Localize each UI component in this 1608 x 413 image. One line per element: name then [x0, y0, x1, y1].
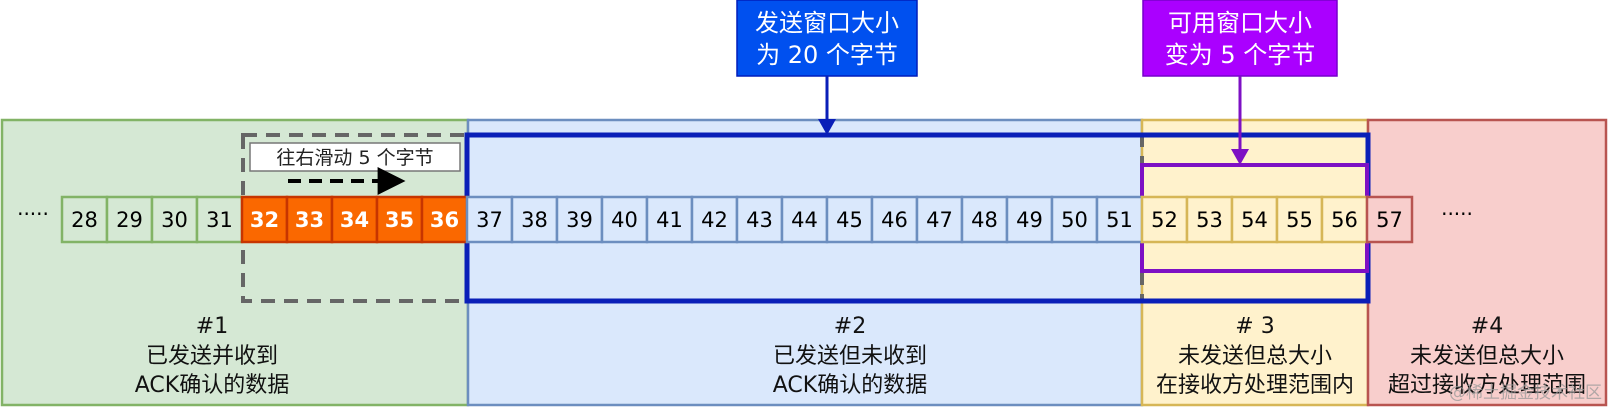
zone-4-line2: 超过接收方处理范围: [1388, 373, 1586, 398]
sequence-cell-39: [555, 195, 604, 244]
zone-2-caption: #2 已发送但未收到 ACK确认的数据: [773, 314, 927, 398]
sequence-cell-label-55: 55: [1286, 208, 1313, 232]
zone-2-line1: 已发送但未收到: [773, 344, 927, 369]
sequence-cell-29: [105, 195, 154, 244]
sequence-cell-49: [1005, 195, 1054, 244]
sequence-cell-label-50: 50: [1061, 208, 1088, 232]
sequence-cell-label-35: 35: [385, 208, 414, 232]
zone-4-background: [1366, 118, 1608, 407]
zone-2-background: [466, 118, 1144, 407]
sequence-cell-45: [825, 195, 874, 244]
sequence-cell-54: [1230, 195, 1279, 244]
zone-4-line1: 未发送但总大小: [1410, 344, 1564, 369]
sequence-cell-37: [465, 195, 514, 244]
sequence-cell-label-40: 40: [611, 208, 638, 232]
sequence-cell-label-48: 48: [971, 208, 998, 232]
usable-window-callout-line1: 可用窗口大小: [1168, 9, 1312, 37]
sequence-cell-56: [1320, 195, 1369, 244]
watermark: @稀土掘金技术社区: [1449, 383, 1602, 403]
usable-window-callout-arrowhead: [1231, 149, 1249, 165]
slide-label-box: [249, 142, 461, 172]
ellipsis-left: ·····: [17, 202, 49, 226]
sequence-cell-43: [735, 195, 784, 244]
zone-1-line1: 已发送并收到: [146, 344, 278, 369]
sequence-cell-label-52: 52: [1151, 208, 1178, 232]
sequence-cell-label-46: 46: [881, 208, 908, 232]
sequence-cell-label-38: 38: [521, 208, 548, 232]
zone-3-caption: # 3 未发送但总大小 在接收方处理范围内: [1156, 314, 1354, 398]
send-window-callout-arrowhead: [818, 119, 836, 135]
send-window-callout-box: [736, 0, 918, 77]
sequence-cell-48: [960, 195, 1009, 244]
zone-3-number: # 3: [1235, 314, 1274, 339]
sequence-cell-label-44: 44: [791, 208, 818, 232]
sequence-cell-label-42: 42: [701, 208, 728, 232]
sequence-cell-label-47: 47: [926, 208, 953, 232]
sequence-cell-label-30: 30: [161, 208, 188, 232]
zone-1-line2: ACK确认的数据: [135, 373, 289, 398]
zone-4-caption: #4 未发送但总大小 超过接收方处理范围: [1388, 314, 1586, 398]
sequence-number-cells: 28 29 30 31 32 33 34 35 36 37 38 39 40 41 42 43 44 45 46 47…: [60, 195, 1414, 244]
zone-2-line2: ACK确认的数据: [773, 373, 927, 398]
zone-3-background: [1140, 118, 1370, 407]
sequence-cell-label-41: 41: [656, 208, 683, 232]
send-window-callout-line1: 发送窗口大小: [755, 9, 899, 37]
sequence-cell-46: [870, 195, 919, 244]
sequence-cell-label-37: 37: [476, 208, 503, 232]
sequence-cell-47: [915, 195, 964, 244]
sequence-cell-35: [375, 195, 424, 244]
sequence-cell-30: [150, 195, 199, 244]
zone-2-number: #2: [834, 314, 866, 339]
sequence-cell-label-53: 53: [1196, 208, 1223, 232]
sequence-cell-label-45: 45: [836, 208, 863, 232]
sequence-cell-50: [1050, 195, 1099, 244]
send-window-callout-line2: 为 20 个字节: [756, 41, 898, 69]
ellipsis-right: ·····: [1441, 202, 1473, 226]
sequence-cell-label-43: 43: [746, 208, 773, 232]
sequence-cell-34: [330, 195, 379, 244]
sequence-cell-label-36: 36: [430, 208, 459, 232]
sequence-cell-label-56: 56: [1331, 208, 1358, 232]
zone-1-caption: #1 已发送并收到 ACK确认的数据: [135, 314, 289, 398]
slide-label: 往右滑动 5 个字节: [276, 147, 433, 169]
sequence-cell-36: [420, 195, 469, 244]
sequence-cell-label-32: 32: [250, 208, 279, 232]
sequence-cell-31: [195, 195, 244, 244]
usable-window-callout-line2: 变为 5 个字节: [1165, 41, 1316, 69]
sequence-cell-label-54: 54: [1241, 208, 1268, 232]
sequence-cell-label-33: 33: [295, 208, 324, 232]
sequence-cell-label-49: 49: [1016, 208, 1043, 232]
sequence-cell-label-28: 28: [71, 208, 98, 232]
zone-4-number: #4: [1471, 314, 1503, 339]
sequence-cell-label-34: 34: [340, 208, 369, 232]
sequence-cell-label-31: 31: [206, 208, 233, 232]
sequence-cell-57: [1365, 195, 1414, 244]
sequence-cell-41: [645, 195, 694, 244]
sequence-cell-label-39: 39: [566, 208, 593, 232]
zone-3-line2: 在接收方处理范围内: [1156, 373, 1354, 398]
zone-3-line1: 未发送但总大小: [1178, 344, 1332, 369]
usable-window-callout-box: [1142, 0, 1338, 77]
sequence-cell-label-29: 29: [116, 208, 143, 232]
sequence-cell-32: [240, 195, 289, 244]
sequence-cell-label-51: 51: [1106, 208, 1133, 232]
sequence-cell-label-57: 57: [1376, 208, 1403, 232]
sequence-cell-40: [600, 195, 649, 244]
zone-1-number: #1: [196, 314, 228, 339]
sequence-cell-42: [690, 195, 739, 244]
